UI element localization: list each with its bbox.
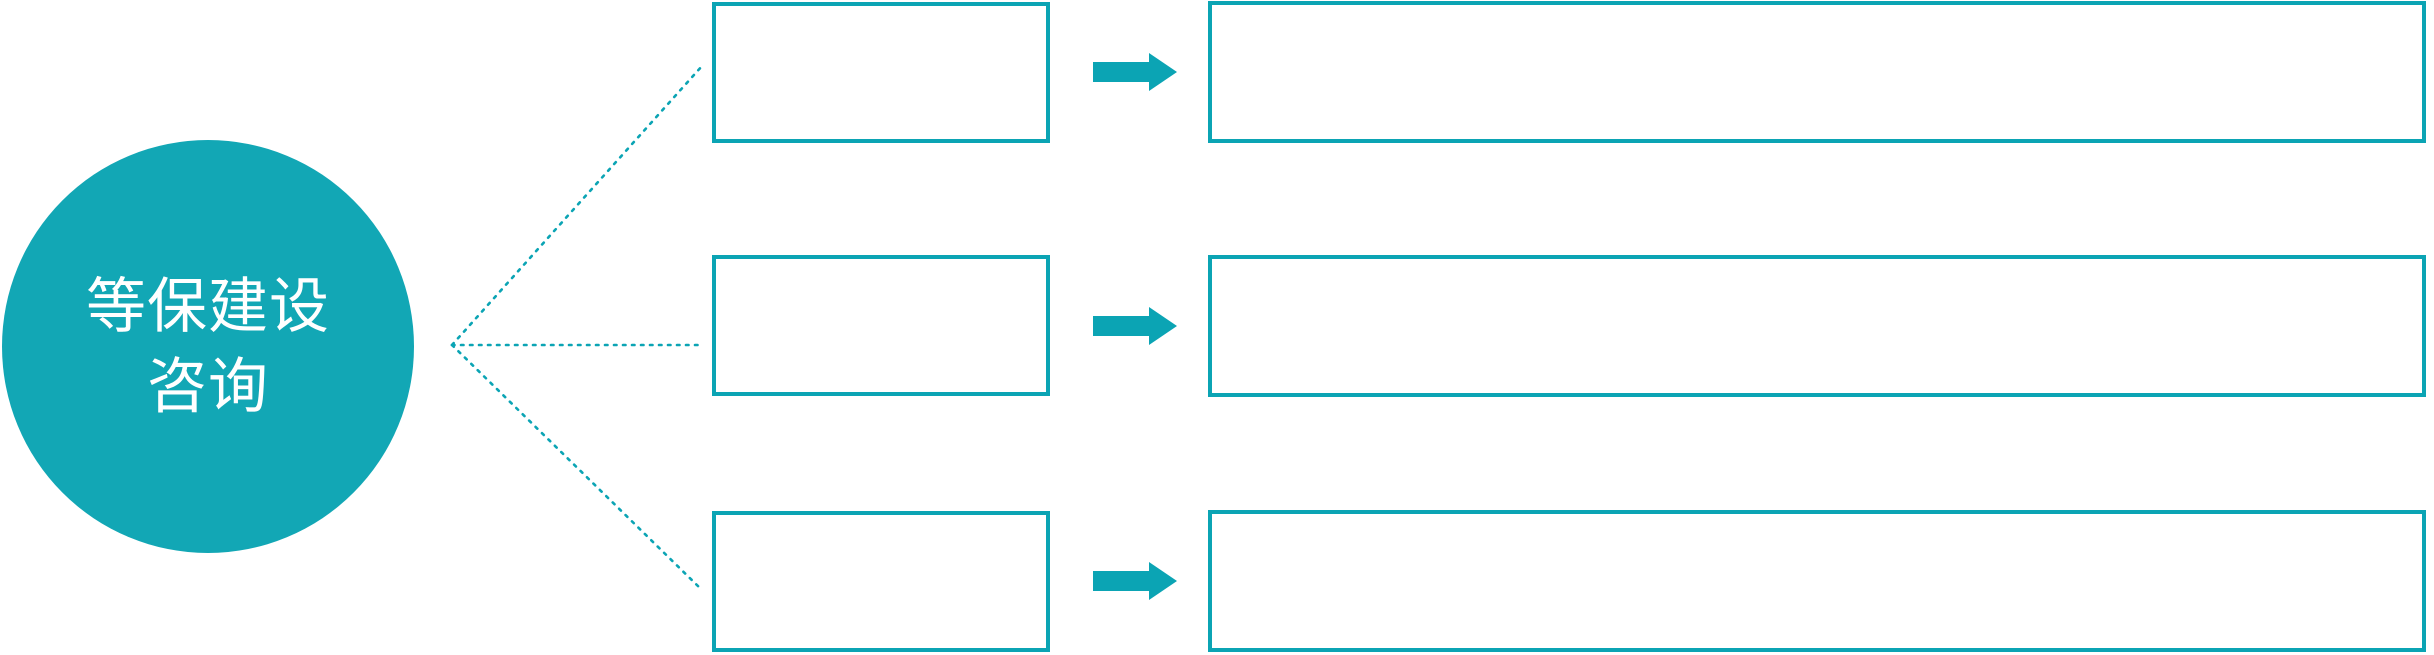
- dotted-connector-top-icon: [450, 64, 704, 347]
- detail-box-2: [1208, 255, 2426, 397]
- topic-label: 等保建设 咨询: [86, 267, 330, 425]
- category-box-1: [712, 2, 1050, 143]
- detail-box-3: [1208, 510, 2426, 652]
- topic-label-line2: 咨询: [147, 352, 269, 420]
- arrow-right-icon: [1093, 53, 1177, 91]
- category-box-2: [712, 255, 1050, 396]
- arrow-right-icon: [1093, 562, 1177, 600]
- topic-label-line1: 等保建设: [86, 273, 330, 341]
- topic-circle: 等保建设 咨询: [2, 140, 414, 553]
- detail-box-1: [1208, 1, 2426, 143]
- dotted-connector-bottom-icon: [450, 343, 704, 592]
- arrow-right-icon: [1093, 307, 1177, 345]
- category-box-3: [712, 511, 1050, 652]
